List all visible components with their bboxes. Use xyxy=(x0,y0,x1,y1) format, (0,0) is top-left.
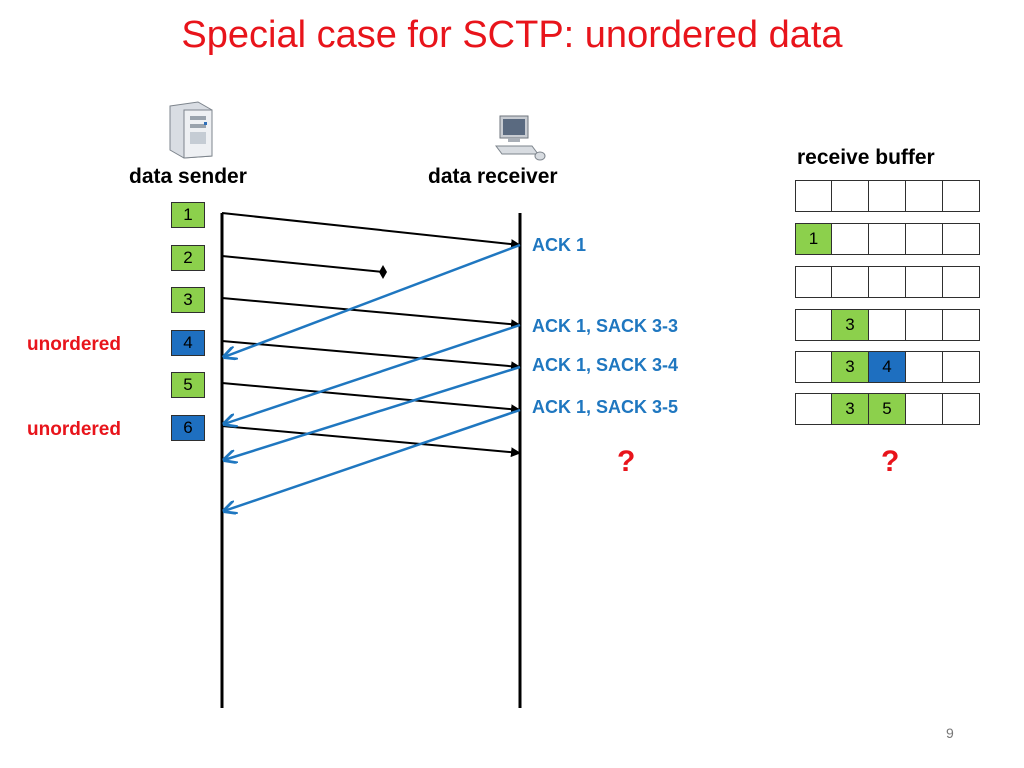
ack-4-arrow xyxy=(224,408,521,511)
buffer-cell xyxy=(906,223,943,255)
buffer-cell xyxy=(906,266,943,298)
receive-buffer-label: receive buffer xyxy=(797,146,935,169)
buffer-row-2: 1 xyxy=(795,223,980,255)
buffer-cell xyxy=(869,223,906,255)
ack-label-1: ACK 1 xyxy=(532,235,587,255)
computer-icon xyxy=(495,115,546,161)
buffer-cell xyxy=(906,180,943,212)
buffer-cell xyxy=(869,180,906,212)
receiver-label: data receiver xyxy=(428,165,558,188)
buffer-cell xyxy=(832,180,869,212)
buffer-cell xyxy=(906,393,943,425)
buffer-cell: 3 xyxy=(832,393,869,425)
packet-4-arrow xyxy=(221,340,521,372)
packet-6-arrow xyxy=(221,425,521,458)
ack-label-3: ACK 1, SACK 3-4 xyxy=(532,355,679,375)
packet-box-4: 4 xyxy=(171,330,205,356)
buffer-cell xyxy=(943,309,980,341)
ack-2-arrow xyxy=(224,323,521,424)
buffer-cell xyxy=(795,393,832,425)
page-number: 9 xyxy=(946,725,954,741)
buffer-cell xyxy=(943,393,980,425)
packet-box-5: 5 xyxy=(171,372,205,398)
buffer-row-1 xyxy=(795,180,980,212)
ack-3-arrow xyxy=(224,365,521,460)
packet-3-arrow xyxy=(221,297,521,330)
packet-box-3: 3 xyxy=(171,287,205,313)
packet-1-arrow xyxy=(221,212,521,250)
packet-loss-marker xyxy=(379,265,387,279)
buffer-row-3 xyxy=(795,266,980,298)
buffer-row-5: 3 4 xyxy=(795,351,980,383)
buffer-cell xyxy=(943,266,980,298)
slide-title: Special case for SCTP: unordered data xyxy=(181,14,843,56)
buffer-cell xyxy=(943,351,980,383)
buffer-cell xyxy=(795,266,832,298)
unordered-label-6: unordered xyxy=(27,419,121,440)
ack-label-2: ACK 1, SACK 3-3 xyxy=(532,316,679,336)
buffer-cell xyxy=(869,266,906,298)
buffer-cell xyxy=(795,180,832,212)
buffer-cell: 4 xyxy=(869,351,906,383)
buffer-cell xyxy=(869,309,906,341)
server-icon xyxy=(169,101,213,159)
question-mark-buffer: ? xyxy=(881,445,900,478)
buffer-cell xyxy=(906,309,943,341)
buffer-cell xyxy=(832,266,869,298)
buffer-row-6: 3 5 xyxy=(795,393,980,425)
buffer-cell: 3 xyxy=(832,351,869,383)
buffer-cell xyxy=(832,223,869,255)
buffer-cell xyxy=(795,351,832,383)
buffer-cell: 5 xyxy=(869,393,906,425)
packet-box-2: 2 xyxy=(171,245,205,271)
buffer-cell xyxy=(906,351,943,383)
ack-label-4: ACK 1, SACK 3-5 xyxy=(532,397,679,417)
sender-label: data sender xyxy=(129,165,247,188)
ack-1-arrow xyxy=(224,243,521,357)
packet-2-arrow xyxy=(221,255,384,273)
question-mark-receiver: ? xyxy=(617,445,636,478)
buffer-cell: 3 xyxy=(832,309,869,341)
buffer-cell xyxy=(795,309,832,341)
unordered-label-4: unordered xyxy=(27,334,121,355)
buffer-cell: 1 xyxy=(795,223,832,255)
packet-5-arrow xyxy=(221,382,521,415)
buffer-row-4: 3 xyxy=(795,309,980,341)
packet-box-1: 1 xyxy=(171,202,205,228)
buffer-cell xyxy=(943,180,980,212)
packet-box-6: 6 xyxy=(171,415,205,441)
buffer-cell xyxy=(943,223,980,255)
